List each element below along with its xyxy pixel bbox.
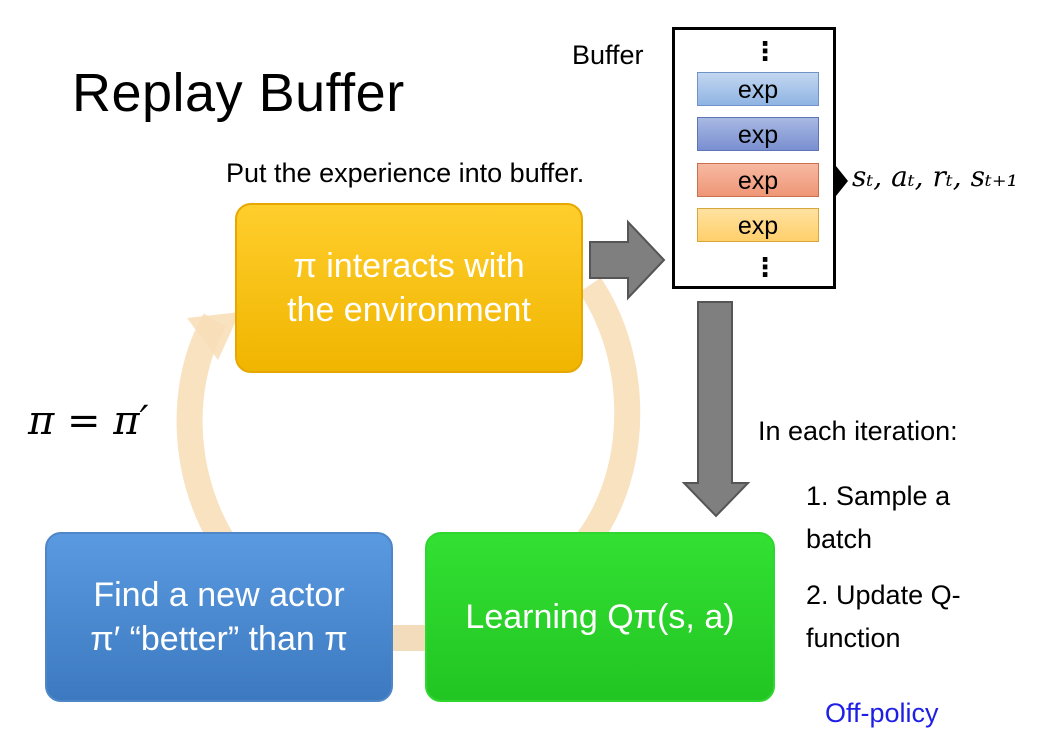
policy-update-equation: π = π′ bbox=[28, 398, 149, 444]
cycle-arrow-bottom bbox=[393, 625, 427, 651]
replay-buffer-box bbox=[672, 27, 836, 289]
transition-tuple: sₜ, aₜ, rₜ, sₜ₊₁ bbox=[852, 160, 1018, 193]
node-find-new-actor: Find a new actor π′ “better” than π bbox=[45, 532, 393, 702]
buffer-exp-3: exp bbox=[697, 163, 819, 197]
buffer-exp-4: exp bbox=[697, 208, 819, 242]
gray-arrow-to-buffer bbox=[589, 219, 666, 301]
node-env-line2: the environment bbox=[287, 291, 531, 329]
node-find-line1: Find a new actor bbox=[93, 576, 345, 614]
page-title: Replay Buffer bbox=[72, 63, 405, 123]
step1-line1: 1. Sample a bbox=[806, 481, 951, 511]
iteration-heading: In each iteration: bbox=[758, 416, 958, 446]
node-interact-environment: π interacts with the environment bbox=[235, 203, 583, 373]
node-learn-line1: Learning Qπ(s, a) bbox=[465, 598, 735, 636]
buffer-label: Buffer bbox=[572, 40, 644, 70]
node-env-line1: π interacts with bbox=[293, 247, 525, 285]
cycle-arrow-head bbox=[187, 312, 240, 360]
off-policy-label: Off-policy bbox=[825, 698, 939, 728]
cycle-arrow-left bbox=[176, 313, 234, 547]
node-learning-q: Learning Qπ(s, a) bbox=[425, 532, 775, 702]
step2-line2: function bbox=[806, 623, 901, 653]
cycle-arrow-right bbox=[577, 277, 641, 548]
buffer-exp-1: exp bbox=[697, 72, 819, 106]
step1-line2: batch bbox=[806, 524, 873, 554]
node-find-line2: π′ “better” than π bbox=[90, 620, 348, 658]
buffer-dots-top: ⋮ bbox=[752, 36, 778, 66]
step2-line1: 2. Update Q- bbox=[806, 580, 961, 610]
buffer-dots-bottom: ⋮ bbox=[752, 252, 778, 282]
buffer-exp-2: exp bbox=[697, 117, 819, 151]
gray-arrow-to-learning bbox=[681, 301, 751, 518]
put-experience-text: Put the experience into buffer. bbox=[226, 158, 585, 188]
